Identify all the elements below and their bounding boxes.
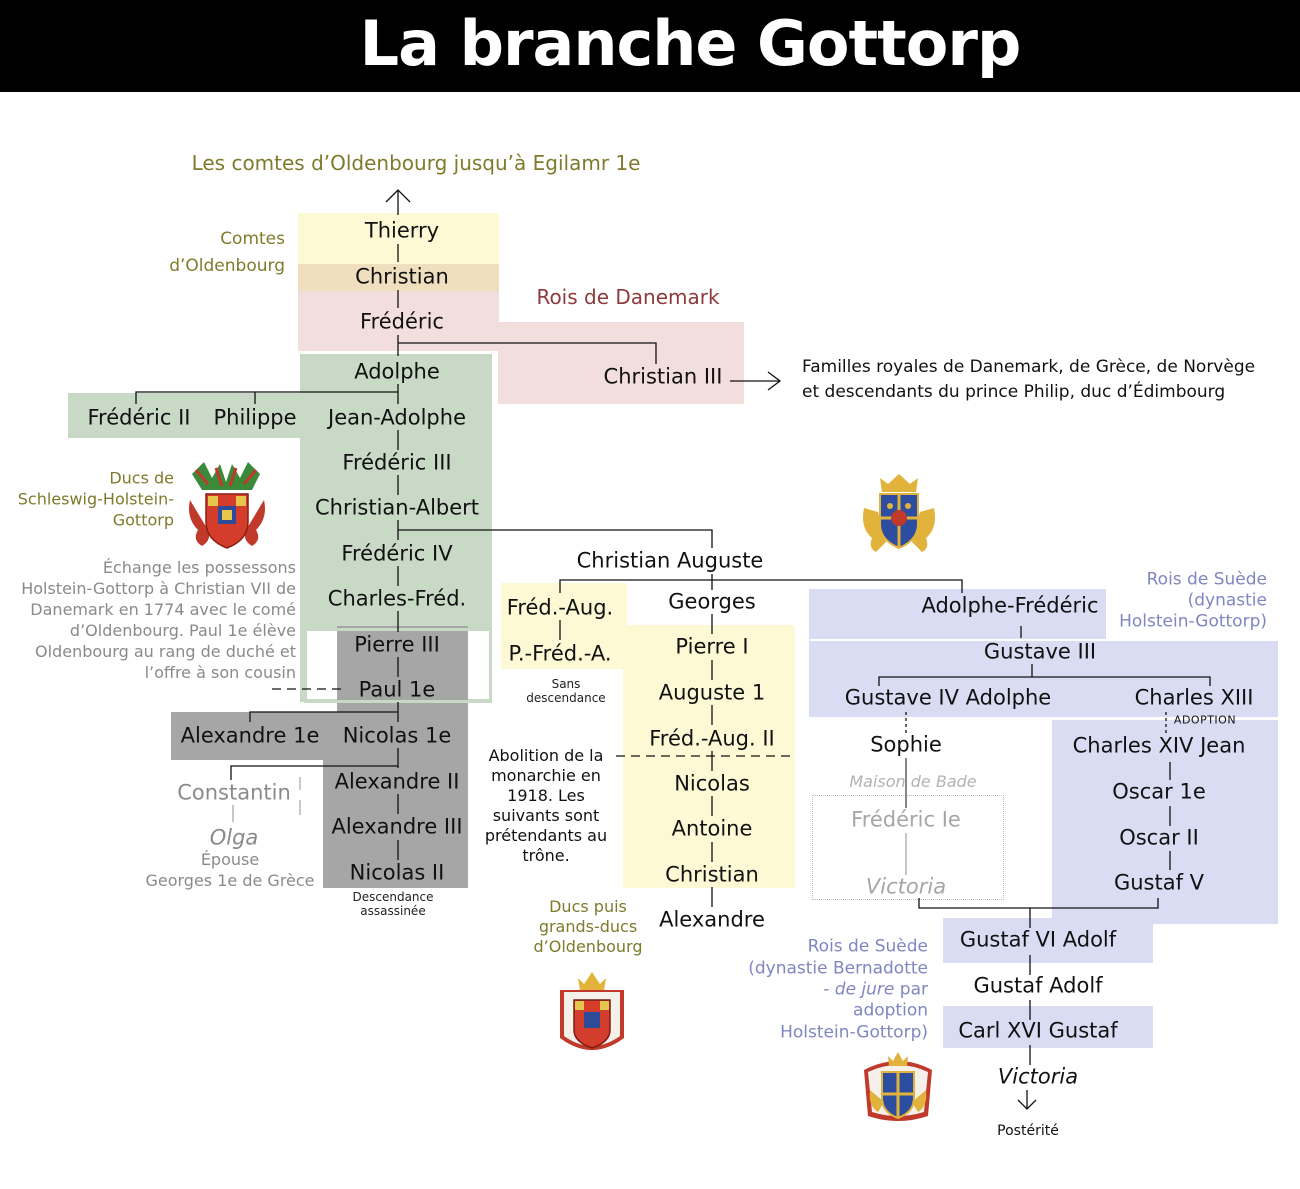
- familles-royales-label: Familles royales de Danemark, de Grèce, …: [802, 357, 1256, 402]
- person-christian-iii: Christian III: [603, 364, 723, 389]
- person-oscar-1e: Oscar 1e: [1112, 779, 1206, 804]
- person-frederic: Frédéric: [360, 309, 444, 334]
- region-gustaf6: [943, 918, 1153, 963]
- person-olga: Olga: [209, 825, 259, 850]
- person-christian: Christian: [355, 264, 449, 289]
- region-carl16: [943, 1006, 1153, 1048]
- page-title: La branche Gottorp: [359, 7, 1022, 80]
- region-christian: [298, 264, 499, 292]
- person-fred-aug: Fréd.-Aug.: [506, 595, 614, 620]
- person-gustaf-v: Gustaf V: [1113, 870, 1205, 895]
- coat-of-arms-sweden-bernadotte: [864, 1052, 932, 1121]
- region-gottorp-siblings: [68, 393, 301, 438]
- region-russia-2: [171, 712, 468, 760]
- person-pierre-iii: Pierre III: [354, 632, 440, 657]
- person-fred-aug-ii: Fréd.-Aug. II: [649, 726, 775, 751]
- sans-descendance-label: Sans descendance: [526, 677, 606, 705]
- person-constantin: Constantin: [177, 780, 291, 805]
- exchange-note: Échange les possessons Holstein-Gottorp …: [21, 558, 296, 682]
- region-suede-hg-3: [1052, 720, 1278, 924]
- person-alexandre-iii: Alexandre III: [331, 814, 463, 839]
- person-gustaf-adolf: Gustaf Adolf: [973, 973, 1103, 998]
- region-fred-aug: [501, 583, 627, 669]
- person-p-fred-a: P.-Fréd.-A.: [508, 641, 612, 666]
- epouse-label: Épouse Georges 1e de Grèce: [145, 850, 315, 890]
- rois-suede-hg-label: Rois de Suède (dynastie Holstein-Gottorp…: [1119, 569, 1267, 632]
- person-auguste-1: Auguste 1: [658, 680, 766, 705]
- coat-of-arms-oldenburg: [560, 972, 624, 1050]
- person-frederic-iii: Frédéric III: [342, 450, 452, 475]
- person-paul-1e: Paul 1e: [358, 677, 436, 702]
- person-alexandre: Alexandre: [659, 907, 765, 932]
- ducs-oldenbourg-label: Ducs puis grands-ducs d’Oldenbourg: [533, 897, 643, 956]
- ducs-shg-label: Ducs de Schleswig-Holstein- Gottorp: [17, 468, 174, 530]
- person-pierre-i: Pierre I: [675, 634, 749, 659]
- person-christian-albert: Christian-Albert: [314, 495, 480, 520]
- person-georges: Georges: [668, 589, 756, 614]
- region-bade: [812, 795, 1004, 900]
- coat-of-arms-sweden-holstein-gottorp: [863, 474, 935, 552]
- person-carl-xvi-gustaf: Carl XVI Gustaf: [958, 1018, 1118, 1043]
- person-nicolas-1e: Nicolas 1e: [342, 723, 452, 748]
- person-oscar-ii: Oscar II: [1119, 825, 1199, 850]
- title-bar: [0, 0, 1300, 92]
- rois-suede-bern-line2: (dynastie Bernadotte: [748, 958, 928, 979]
- person-frederic-iv: Frédéric IV: [341, 541, 453, 566]
- person-charles-fred: Charles-Fréd.: [327, 586, 467, 611]
- person-alexandre-1e: Alexandre 1e: [180, 723, 320, 748]
- person-gustaf-vi-adolf: Gustaf VI Adolf: [959, 927, 1117, 952]
- person-gustave-iii: Gustave III: [983, 639, 1097, 664]
- person-victoria-bade: Victoria: [865, 874, 947, 899]
- rois-danemark-label: Rois de Danemark: [536, 285, 720, 309]
- descendance-assassinee-label: Descendance assassinée: [352, 890, 434, 918]
- region-russia: [337, 626, 468, 714]
- posterite-label: Postérité: [997, 1123, 1059, 1139]
- person-adolphe-frederic: Adolphe-Frédéric: [921, 593, 1099, 618]
- region-suede-hg-2: [809, 641, 1278, 717]
- person-thierry: Thierry: [364, 218, 440, 243]
- person-christian-oldenbourg: Christian: [665, 862, 759, 887]
- ancestors-label: Les comtes d’Oldenbourg jusqu’à Egilamr …: [191, 151, 641, 175]
- person-gustave-iv-adolphe: Gustave IV Adolphe: [844, 685, 1052, 710]
- person-sophie: Sophie: [870, 732, 942, 757]
- person-nicolas: Nicolas: [674, 771, 750, 796]
- region-suede-hg-1: [809, 589, 1106, 639]
- coat-of-arms-schleswig-holstein-gottorp: [189, 462, 265, 549]
- person-christian-auguste: Christian Auguste: [576, 548, 764, 573]
- person-frederic-ii: Frédéric II: [87, 405, 191, 430]
- person-jean-adolphe: Jean-Adolphe: [328, 405, 466, 430]
- person-frederic-ie: Frédéric Ie: [851, 807, 961, 832]
- person-charles-xiii: Charles XIII: [1134, 685, 1254, 710]
- rois-suede-bern-line1: Rois de Suède: [807, 936, 928, 957]
- person-antoine: Antoine: [671, 816, 753, 841]
- region-christian3: [498, 322, 744, 404]
- person-nicolas-ii: Nicolas II: [349, 860, 445, 885]
- person-philippe: Philippe: [213, 405, 297, 430]
- rois-suede-bern-line3: - de jure par: [823, 979, 928, 1000]
- person-alexandre-ii: Alexandre II: [334, 769, 460, 794]
- adoption-label: ADOPTION: [1173, 713, 1237, 727]
- person-victoria: Victoria: [997, 1064, 1079, 1089]
- person-charles-xiv-jean: Charles XIV Jean: [1072, 733, 1246, 758]
- person-adolphe: Adolphe: [354, 359, 440, 384]
- rois-suede-bern-line5: Holstein-Gottorp): [780, 1022, 928, 1043]
- comtes-label: Comtes d’Oldenbourg: [169, 229, 285, 276]
- abolition-note: Abolition de la monarchie en 1918. Les s…: [484, 746, 608, 865]
- rois-suede-bern-line4: adoption: [853, 1000, 928, 1021]
- maison-de-bade-label: Maison de Bade: [849, 772, 977, 791]
- region-russia-3: [323, 758, 468, 888]
